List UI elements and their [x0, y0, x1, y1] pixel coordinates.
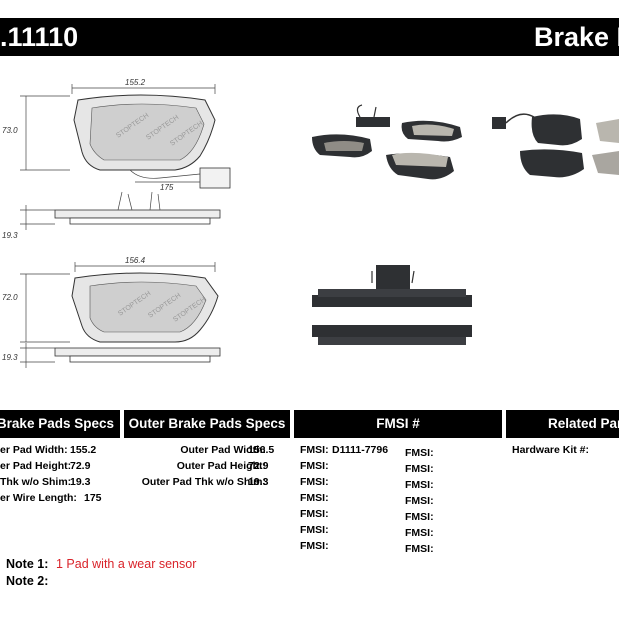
- fmsi-list-left: FMSI:D1111-7796 FMSI: FMSI: FMSI: FMSI: …: [300, 443, 400, 555]
- wire-length-dim: 175: [160, 183, 174, 192]
- inner-spec-row: er Pad Height: 72.9: [0, 460, 91, 472]
- product-photos: [312, 104, 619, 345]
- bottom-pad-drawing: 156.4 72.0 STOPTECH STOPTECH STOPTECH 19…: [2, 256, 221, 368]
- pad-photo-set-1: [312, 104, 462, 180]
- fmsi-row: FMSI:: [405, 463, 434, 475]
- fmsi-row: FMSI:: [300, 492, 329, 504]
- inner-spec-row: er Wire Length: 175: [0, 492, 102, 504]
- outer-specs-list: Outer Pad Width: 156.5 Outer Pad Height:…: [124, 443, 294, 491]
- fmsi-list-right: FMSI: FMSI: FMSI: FMSI: FMSI: FMSI: FMSI…: [405, 443, 465, 555]
- related-parts-header: Related Par: [506, 410, 619, 438]
- inner-spec-row: er Pad Width: 155.2: [0, 444, 97, 456]
- fmsi-row: FMSI:D1111-7796: [300, 444, 389, 456]
- pad-photo-set-2: [492, 113, 619, 178]
- inner-specs-list: er Pad Width: 155.2 er Pad Height: 72.9 …: [0, 443, 120, 507]
- fmsi-row: FMSI:: [300, 460, 329, 472]
- technical-drawing: 155.2 73.0 STOPTECH STOPTECH STOPTECH 17…: [2, 78, 231, 368]
- top-pad-drawing: 155.2 73.0 STOPTECH STOPTECH STOPTECH 17…: [2, 78, 231, 240]
- top-height-dim: 73.0: [2, 126, 18, 135]
- fmsi-row: FMSI:: [405, 479, 434, 491]
- bottom-height-dim: 72.0: [2, 293, 18, 302]
- fmsi-row: FMSI:: [300, 524, 329, 536]
- brand-title: Brake F: [534, 22, 619, 52]
- top-thickness-dim: 19.3: [2, 231, 18, 240]
- fmsi-row: FMSI:: [300, 476, 329, 488]
- bottom-thickness-dim: 19.3: [2, 353, 18, 362]
- inner-specs-header: Brake Pads Specs: [0, 410, 120, 438]
- hardware-kit-label: Hardware Kit #:: [512, 444, 590, 456]
- outer-spec-row: Outer Pad Height: 72.9: [176, 460, 269, 472]
- fmsi-row: FMSI:: [300, 508, 329, 520]
- fmsi-row: FMSI:: [405, 543, 434, 555]
- note1-label: Note 1:: [6, 557, 49, 571]
- bottom-width-dim: 156.4: [125, 256, 146, 265]
- note2-label: Note 2:: [6, 574, 49, 588]
- outer-spec-row: Outer Pad Thk w/o Shim: 19.3: [141, 476, 269, 488]
- fmsi-row: FMSI:: [405, 511, 434, 523]
- outer-spec-row: Outer Pad Width: 156.5: [180, 444, 275, 456]
- fmsi-row: FMSI:: [300, 540, 329, 552]
- fmsi-row: FMSI:: [405, 447, 434, 459]
- pad-side-photo: [312, 265, 472, 345]
- part-number: .11110: [0, 22, 79, 52]
- outer-specs-header: Outer Brake Pads Specs: [124, 410, 290, 438]
- fmsi-row: FMSI:: [405, 495, 434, 507]
- note1-text: 1 Pad with a wear sensor: [56, 557, 197, 571]
- header-bar: [0, 18, 619, 56]
- inner-spec-row: Thk w/o Shim: 19.3: [0, 476, 91, 488]
- fmsi-row: FMSI:: [405, 527, 434, 539]
- top-width-dim: 155.2: [125, 78, 146, 87]
- fmsi-header: FMSI #: [294, 410, 502, 438]
